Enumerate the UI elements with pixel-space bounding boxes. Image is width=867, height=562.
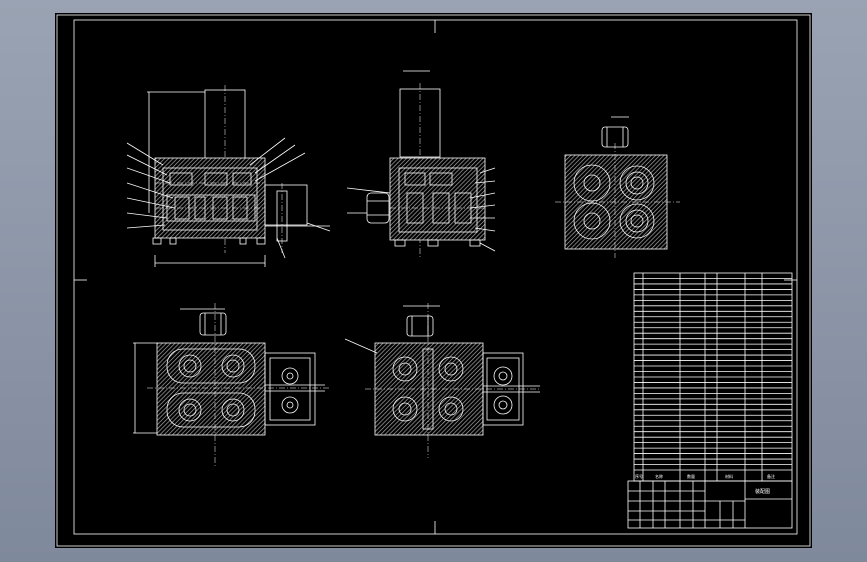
parts-list-header-remark: 备注	[767, 473, 775, 479]
outer-border	[56, 14, 811, 547]
drawing-title: 装配图	[755, 488, 770, 495]
bottom-left-plan-view	[133, 303, 330, 468]
inner-frame	[73, 19, 798, 535]
drawing-canvas: 序号 名称 数量 材料 备注	[56, 14, 811, 547]
title-block: 装配图	[627, 480, 793, 529]
parts-list-header-material: 材料	[725, 473, 733, 479]
bottom-middle-section-view	[344, 303, 540, 458]
parts-list-rows	[634, 278, 792, 465]
parts-list: 序号 名称 数量 材料 备注	[633, 272, 793, 482]
top-right-section-view	[555, 116, 680, 258]
side-section-view	[346, 70, 496, 258]
parts-list-header-name: 名称	[655, 473, 663, 479]
front-section-view	[126, 85, 331, 267]
parts-list-header-index: 序号	[635, 473, 643, 479]
drawing-sheet: 序号 名称 数量 材料 备注	[55, 13, 812, 548]
parts-list-header-qty: 数量	[687, 473, 695, 479]
